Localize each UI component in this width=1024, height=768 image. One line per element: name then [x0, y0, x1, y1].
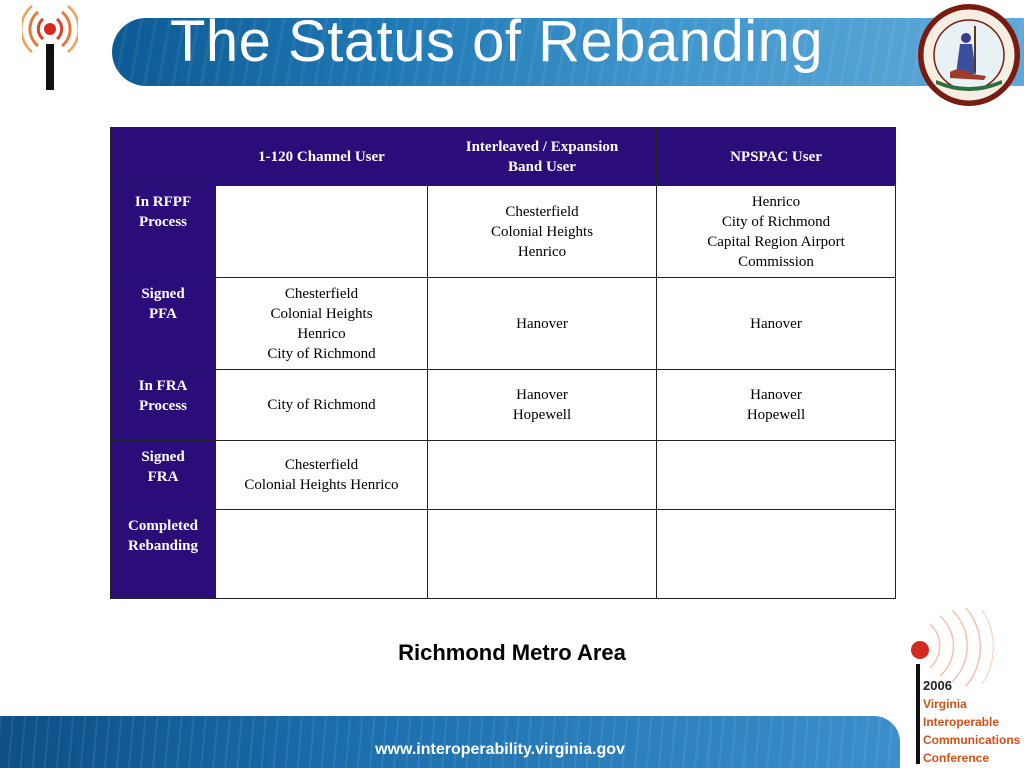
cell-entry: Hanover [516, 315, 568, 332]
row-label-completed-rebanding: Completed Rebanding [110, 509, 216, 599]
table-row: Signed PFA Chesterfield Colonial Heights… [110, 277, 896, 370]
table-cell [656, 509, 896, 599]
footer-band [0, 716, 900, 768]
table-row: Signed FRA Chesterfield Colonial Heights… [110, 440, 896, 510]
table-header-1-120-channel-user: 1-120 Channel User [215, 127, 428, 186]
row-label-signed-fra: Signed FRA [110, 440, 216, 510]
table-cell: Hanover Hopewell [427, 369, 657, 441]
conference-logo-icon [911, 607, 994, 764]
row-label-in-fra-process: In FRA Process [110, 369, 216, 441]
table-cell [427, 509, 657, 599]
cell-entry: Chesterfield [284, 457, 359, 473]
row-label-text: In RFPF Process [134, 194, 192, 230]
cell-entry: Hopewell [512, 407, 572, 423]
antenna-logo-icon [22, 5, 78, 90]
cell-entry: Colonial Heights [490, 223, 594, 240]
table-header-interleaved-expansion-text: Interleaved / Expansion Band User [465, 138, 619, 175]
conference-line-communications: Communications [923, 733, 1021, 747]
conference-year: 2006 [923, 678, 952, 693]
table-caption: Richmond Metro Area [398, 640, 626, 665]
table-header-interleaved-expansion: Interleaved / Expansion Band User [427, 127, 657, 186]
conference-line-virginia: Virginia [923, 697, 967, 711]
table-cell: Henrico City of Richmond Capital Region … [656, 185, 896, 278]
cell-entry: Henrico [297, 325, 346, 342]
table-header-npspac-user: NPSPAC User [656, 127, 896, 186]
row-label-in-rfpf-process: In RFPF Process [110, 185, 216, 278]
row-label-text: Signed FRA [141, 449, 185, 485]
cell-entry: Henrico [751, 193, 801, 210]
cell-entry: Hopewell [746, 407, 806, 423]
cell-entry: Colonial Heights Henrico [244, 477, 399, 493]
cell-entry: City of Richmond [267, 397, 376, 413]
table-row: Completed Rebanding [110, 509, 896, 599]
cell-entry: Chesterfield [505, 203, 579, 220]
cell-entry: Colonial Heights [270, 305, 373, 322]
table-cell [427, 440, 657, 510]
page-title: The Status of Rebanding [170, 9, 824, 74]
virginia-seal-icon [918, 4, 1020, 106]
conference-line-interoperable: Interoperable [923, 715, 1000, 729]
row-label-text: In FRA Process [138, 378, 188, 414]
table-cell: Chesterfield Colonial Heights Henrico [427, 185, 657, 278]
rebanding-status-table: 1-120 Channel User Interleaved / Expansi… [110, 127, 896, 599]
table-cell: Hanover Hopewell [656, 369, 896, 441]
table-cell [215, 509, 428, 599]
table-cell [215, 185, 428, 278]
cell-entry: Hanover [516, 387, 568, 403]
title-banner [112, 18, 1024, 86]
table-header-blank [110, 127, 216, 186]
table-row: In RFPF Process Chesterfield Colonial He… [110, 185, 896, 278]
cell-entry: City of Richmond [721, 213, 831, 230]
table-cell: Hanover [427, 277, 657, 370]
table-cell: City of Richmond [215, 369, 428, 441]
cell-entry: Hanover [750, 315, 802, 332]
table-cell: Chesterfield Colonial Heights Henrico [215, 440, 428, 510]
cell-entry: City of Richmond [267, 345, 376, 362]
footer-url-link[interactable]: www.interoperability.virginia.gov [375, 741, 625, 758]
cell-entry: Hanover [750, 387, 802, 403]
table-cell: Hanover [656, 277, 896, 370]
table-row: In FRA Process City of Richmond Hanover … [110, 369, 896, 441]
conference-line-conference: Conference [923, 751, 990, 765]
cell-entry: Chesterfield [284, 285, 359, 302]
row-label-signed-pfa: Signed PFA [110, 277, 216, 370]
row-label-text: Completed Rebanding [128, 518, 199, 554]
cell-entry: Henrico [517, 243, 567, 260]
cell-entry: Capital Region Airport Commission [707, 233, 845, 270]
row-label-text: Signed PFA [141, 286, 185, 322]
table-cell: Chesterfield Colonial Heights Henrico Ci… [215, 277, 428, 370]
table-cell [656, 440, 896, 510]
